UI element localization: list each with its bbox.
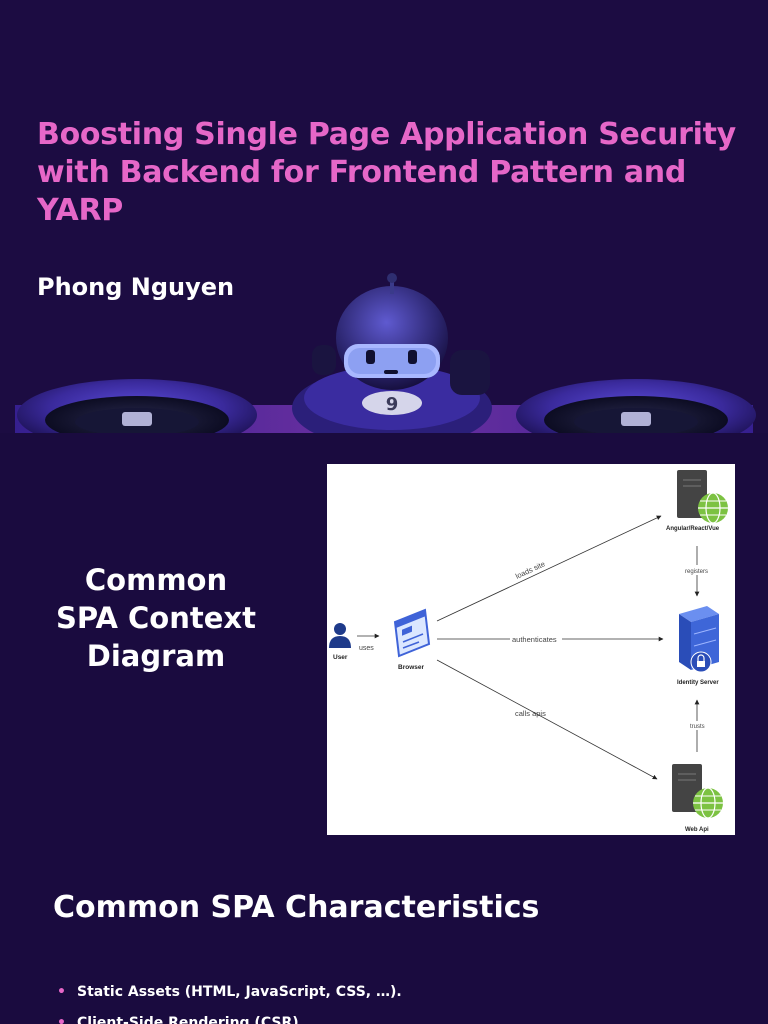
node-label-browser: Browser	[398, 664, 424, 671]
title-slide: Boosting Single Page Application Securit…	[0, 0, 768, 433]
edge-label-uses: uses	[359, 645, 374, 652]
list-item-text: Client-Side Rendering (CSR)	[77, 1015, 299, 1024]
diagram-slide: Common SPA Context Diagram uses loads si…	[0, 433, 768, 848]
identity-server-icon	[679, 606, 719, 673]
edge-label-calls-apis: calls apis	[515, 709, 546, 718]
edge-label-authenticates: authenticates	[512, 635, 557, 644]
edge-loads-site	[436, 515, 662, 622]
browser-window-icon	[393, 608, 431, 658]
version-badge: 9	[386, 394, 399, 415]
context-diagram: uses loads site authenticates calls apis…	[327, 464, 735, 835]
user-icon	[329, 623, 351, 648]
right-wheel-icon	[516, 379, 756, 433]
characteristics-list: • Static Assets (HTML, JavaScript, CSS, …	[57, 982, 402, 1024]
edge-calls-apis	[436, 659, 658, 780]
globe-icon	[698, 492, 728, 524]
frontend-server-icon	[677, 470, 728, 524]
characteristics-slide: Common SPA Characteristics • Static Asse…	[0, 848, 768, 1024]
list-item: • Static Assets (HTML, JavaScript, CSS, …	[57, 982, 402, 1002]
edge-label-registers: registers	[685, 569, 708, 575]
left-wheel-icon	[17, 379, 257, 433]
webapi-server-icon	[672, 764, 723, 819]
edge-label-trusts: trusts	[690, 724, 705, 730]
node-label-frontend: Angular/React/Vue	[666, 526, 720, 532]
lock-icon	[690, 651, 712, 673]
node-label-webapi: Web Api	[685, 827, 709, 833]
diagram-slide-title: Common SPA Context Diagram	[56, 563, 256, 673]
node-label-identity: Identity Server	[677, 680, 719, 686]
presentation-title: Boosting Single Page Application Securit…	[37, 117, 736, 228]
globe-icon	[693, 787, 723, 819]
list-item-text: Static Assets (HTML, JavaScript, CSS, …)…	[77, 984, 402, 1000]
bullet-icon: •	[57, 1015, 66, 1024]
characteristics-title: Common SPA Characteristics	[53, 890, 540, 925]
dotnet-bot-hero-illustration: 9	[15, 273, 756, 433]
robot-icon: 9	[292, 273, 492, 433]
node-label-user: User	[333, 654, 348, 661]
bullet-icon: •	[57, 984, 66, 1000]
presenter-name: Phong Nguyen	[37, 273, 235, 301]
list-item: • Client-Side Rendering (CSR)	[57, 1013, 402, 1024]
